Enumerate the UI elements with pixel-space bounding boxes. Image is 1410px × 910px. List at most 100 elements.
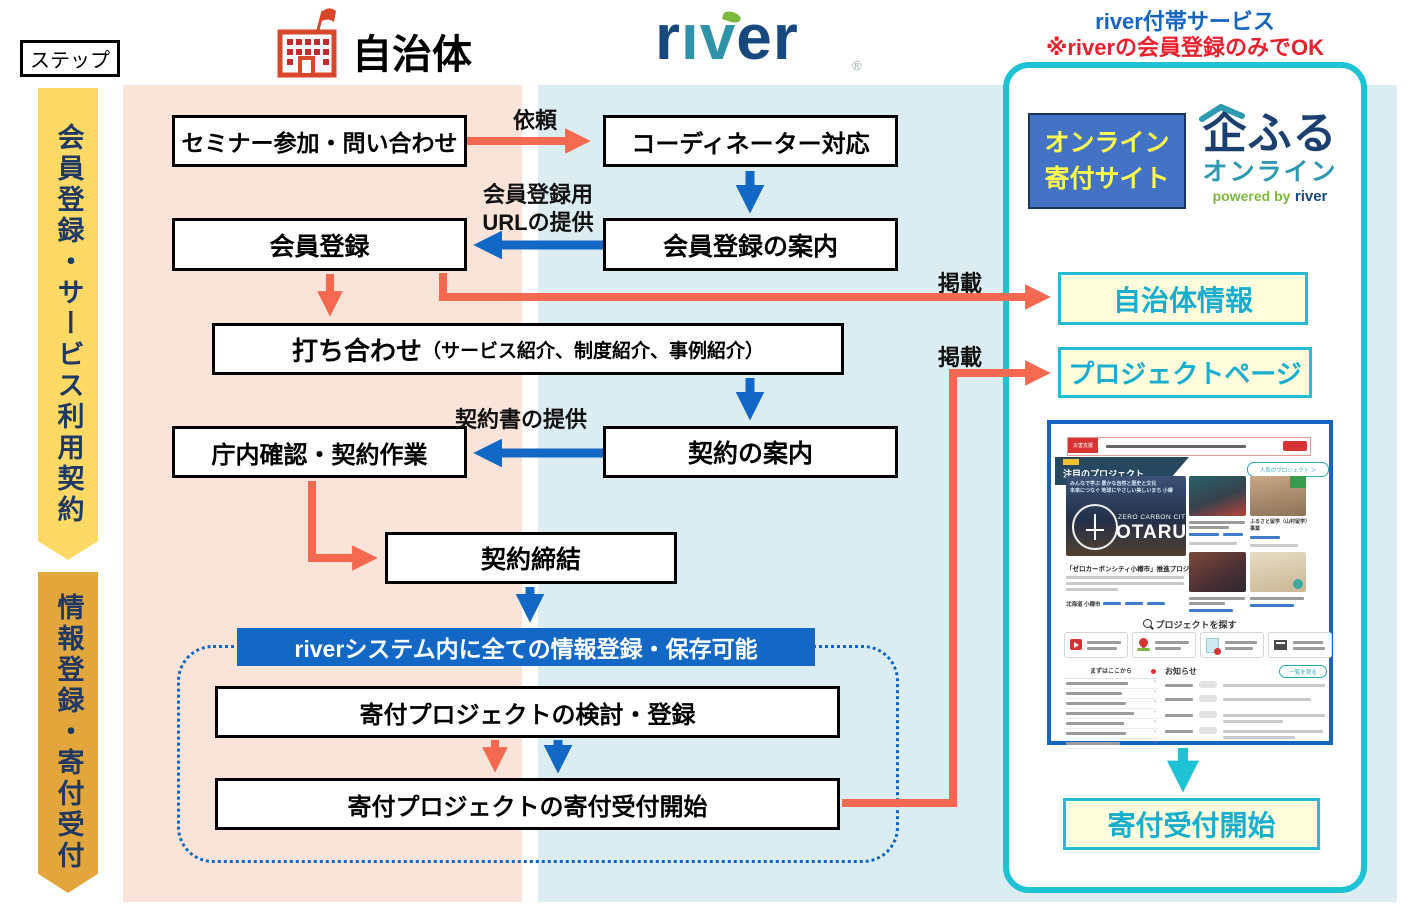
site-featured-tag — [1063, 459, 1079, 465]
video-icon — [1070, 639, 1082, 650]
panel-subtitle: ※riverの会員登録のみでOK — [1045, 35, 1325, 60]
flow-coordinator: コーディネーター対応 — [603, 115, 898, 167]
project-card-2-image[interactable] — [1250, 476, 1306, 516]
site-search-button-4[interactable] — [1268, 632, 1332, 658]
river-logo: rıver — [655, 1, 799, 73]
river-system-banner-label: riverシステム内に全ての情報登録・保存可能 — [294, 636, 758, 662]
flow-donation-start: 寄付プロジェクトの寄付受付開始 — [215, 778, 840, 830]
label-keisai-1: 掲載 — [938, 271, 983, 296]
site-location: 北海道 小樽市 — [1066, 602, 1101, 608]
donation-open-box: 寄付受付開始 — [1063, 798, 1320, 850]
document-icon — [1206, 638, 1221, 655]
kifuru-roof-icon — [1198, 104, 1245, 122]
registered-trademark: ® — [852, 58, 862, 73]
label-member-url-line1: 会員登録用 — [482, 182, 593, 207]
flow-member-guide: 会員登録の案内 — [603, 218, 898, 271]
flow-member-registration: 会員登録 — [172, 218, 467, 271]
flow-contract-guide-label: 契約の案内 — [687, 440, 813, 468]
hero-otaru: OTARU — [1116, 522, 1186, 543]
arrow-donation-to-projectpage — [842, 360, 1051, 807]
project-page-label: プロジェクトページ — [1068, 359, 1302, 389]
river-system-banner: riverシステム内に全ての情報登録・保存可能 — [237, 628, 815, 666]
site-news-more-pill[interactable]: 一覧を見る — [1279, 665, 1327, 678]
flow-donation-start-label: 寄付プロジェクトの寄付受付開始 — [347, 793, 708, 821]
site-search-button-2[interactable] — [1132, 632, 1196, 658]
label-member-url-line2: URLの提供 — [482, 209, 594, 235]
site-featured-header: 注目のプロジェクト — [1063, 469, 1145, 479]
project-card-2-caption[interactable]: ふるさと留学（山村留学）事業 — [1250, 519, 1308, 532]
flow-internal-check: 庁内確認・契約作業 — [172, 426, 467, 478]
building-small-icon — [1274, 640, 1287, 650]
label-request: 依頼 — [513, 108, 558, 133]
label-member-url: 会員登録用 URLの提供 — [468, 181, 608, 236]
flow-project-register: 寄付プロジェクトの検討・登録 — [215, 686, 840, 738]
news-tag-pill — [1199, 695, 1217, 702]
project-page-box: プロジェクトページ — [1058, 347, 1312, 398]
site-hero-image[interactable]: みんなで学ぶ 豊かな自然と歴史と文化 未来につなぐ 地球にやさしい美しいまち 小… — [1066, 476, 1186, 556]
search-lens-icon — [1143, 619, 1153, 628]
project-card-3-image[interactable] — [1189, 552, 1246, 592]
phase2-label: 情報登録・寄付受付 — [53, 593, 84, 872]
step-label-box: ステップ — [20, 40, 120, 77]
phase1-ribbon: 会員登録・サービス利用契約 — [38, 88, 98, 560]
phase1-label: 会員登録・サービス利用契約 — [53, 122, 84, 526]
site-featured-title[interactable]: 「ゼロカーボンシティ小樽市」推進プロジェクト — [1066, 566, 1209, 573]
site-first-here-label: まずはここから — [1089, 669, 1132, 675]
panel-title: river付帯サービス — [1095, 9, 1275, 34]
flow-member-registration-label: 会員登録 — [269, 232, 370, 261]
flow-seminar-label: セミナー参加・問い合わせ — [181, 130, 458, 156]
otaru-emblem-icon — [1072, 504, 1118, 550]
label-contract-doc: 契約書の提供 — [455, 407, 588, 432]
news-tag-pill — [1199, 727, 1217, 734]
online-box-line2: 寄付サイト — [1044, 165, 1170, 193]
flow-contract-sign-label: 契約締結 — [480, 546, 581, 574]
flow-member-guide-label: 会員登録の案内 — [662, 232, 838, 261]
arrow-member-to-info — [439, 273, 1051, 310]
site-alert-button[interactable] — [1283, 441, 1307, 451]
news-tag-pill — [1199, 681, 1217, 688]
site-alert-tag: 災害支援 — [1068, 438, 1098, 453]
kifuru-powered-by: powered by — [1212, 188, 1291, 204]
flow-seminar: セミナー参加・問い合わせ — [172, 115, 467, 167]
kifuru-logo-line1: 企ふる — [1202, 109, 1338, 158]
project-card-1-image[interactable] — [1189, 476, 1246, 516]
donation-open-label: 寄付受付開始 — [1107, 810, 1276, 841]
hero-zero-carbon: ZERO CARBON CITY — [1118, 514, 1186, 521]
label-keisai-2: 掲載 — [938, 345, 983, 370]
flow-meeting-sublabel: （サービス紹介、制度紹介、事例紹介） — [422, 340, 765, 362]
flow-coordinator-label: コーディネーター対応 — [631, 130, 870, 158]
kifuru-brand: river — [1294, 188, 1328, 205]
arrow-check-to-sign — [308, 481, 378, 571]
flow-contract-sign: 契約締結 — [385, 532, 677, 584]
municipality-info-box: 自治体情報 — [1058, 272, 1308, 325]
municipality-header: 自治体 — [352, 33, 472, 77]
map-base-icon — [1137, 648, 1150, 651]
flow-meeting: 打ち合わせ（サービス紹介、制度紹介、事例紹介） — [212, 323, 844, 375]
online-donation-site-box: オンライン 寄付サイト — [1028, 113, 1186, 209]
hero-overlay-line2: 未来につなぐ 地球にやさしい美しいまち 小樽 — [1070, 488, 1173, 494]
project-card-2-badge — [1290, 476, 1306, 488]
flow-contract-guide: 契約の案内 — [603, 426, 898, 478]
project-card-4-badge — [1293, 579, 1303, 589]
municipality-info-label: 自治体情報 — [1112, 284, 1253, 316]
kifuru-online-logo: 企ふる オンライン powered by river — [1198, 104, 1340, 206]
step-label: ステップ — [30, 50, 110, 72]
flow-project-register-label: 寄付プロジェクトの検討・登録 — [359, 701, 696, 729]
site-news-heading: お知らせ — [1165, 667, 1197, 676]
site-first-here-box: まずはここから › › › › › › › — [1064, 666, 1158, 749]
online-box-line1: オンライン — [1044, 128, 1170, 157]
site-alert-bar[interactable]: 災害支援 — [1067, 437, 1311, 456]
news-tag-pill — [1199, 711, 1217, 718]
hero-overlay-line1: みんなで学ぶ 豊かな自然と歴史と文化 — [1070, 481, 1157, 487]
donation-site-screenshot: 災害支援 注目のプロジェクト 人気のプロジェクト ＞ みんなで学ぶ 豊かな自然と… — [1047, 420, 1333, 749]
building-icon — [277, 8, 337, 78]
site-search-button-1[interactable] — [1064, 632, 1128, 658]
kifuru-logo-line2: オンライン — [1202, 158, 1338, 186]
project-card-4-image[interactable] — [1250, 552, 1306, 592]
flow-internal-check-label: 庁内確認・契約作業 — [211, 441, 428, 469]
flow-meeting-label: 打ち合わせ — [291, 335, 422, 366]
red-dot-icon — [1151, 669, 1156, 674]
site-search-button-3[interactable] — [1200, 632, 1264, 658]
